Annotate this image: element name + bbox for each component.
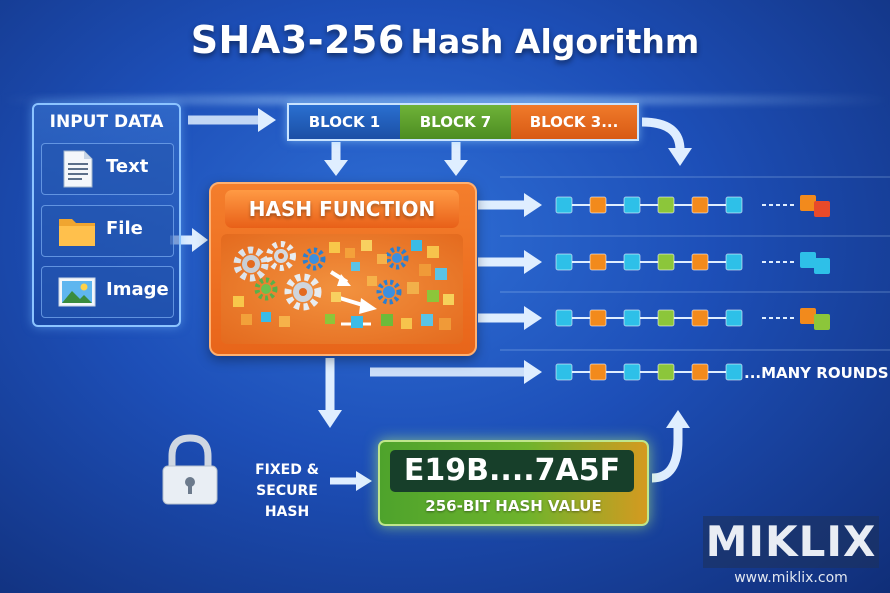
cube <box>555 196 573 214</box>
document-icon <box>63 150 93 188</box>
lock-icon <box>162 434 218 505</box>
arrow-block1-to-hash <box>324 142 348 176</box>
gear-icon <box>254 277 278 301</box>
title-algorithm-name: SHA3-256 <box>190 18 405 62</box>
brand-logo: MIKLIX <box>703 516 879 568</box>
cube <box>814 258 830 274</box>
cube <box>623 253 641 271</box>
fixed-secure-line-2: HASH <box>264 504 310 520</box>
cube <box>657 253 675 271</box>
arrow-output-up <box>651 410 690 483</box>
arrow-hash-to-round-2 <box>478 250 542 274</box>
gear-icon <box>385 246 409 270</box>
cube <box>555 363 573 381</box>
arrow-hash-to-round-1 <box>478 193 542 217</box>
cube <box>657 196 675 214</box>
title-rest: Hash Algorithm <box>410 22 700 61</box>
cube <box>800 308 816 324</box>
arrow-hash-to-output <box>318 358 342 428</box>
cube <box>814 314 830 330</box>
arrow-input-to-blocks <box>188 108 276 132</box>
fixed-secure-label: FIXED & SECURE HASH <box>222 460 352 523</box>
cube <box>657 309 675 327</box>
hash-function-box: HASH FUNCTION <box>209 182 477 356</box>
cube-cluster <box>233 240 454 330</box>
cube <box>623 309 641 327</box>
blocks-bar: BLOCK 1 BLOCK 7 BLOCK 3... <box>287 103 639 141</box>
cube <box>725 309 743 327</box>
round-chain <box>555 195 830 217</box>
round-chain <box>555 363 743 381</box>
cube <box>814 201 830 217</box>
arrow-block7-to-hash <box>444 142 468 176</box>
input-item-file: File <box>41 205 174 257</box>
block-3: BLOCK 3... <box>511 105 637 139</box>
cube <box>725 196 743 214</box>
input-item-label: File <box>106 218 143 239</box>
round-chain <box>555 308 830 330</box>
input-item-label: Image <box>106 279 169 300</box>
input-data-header: INPUT DATA <box>49 112 164 132</box>
input-item-label: Text <box>106 156 149 177</box>
cube <box>623 196 641 214</box>
many-rounds-label: ...MANY ROUNDS <box>744 364 889 382</box>
cube <box>555 253 573 271</box>
cube <box>800 252 816 268</box>
cube <box>589 253 607 271</box>
arrow-to-round-4 <box>370 360 542 384</box>
cube <box>555 309 573 327</box>
hash-output-box: E19B....7A5F 256-BIT HASH VALUE <box>378 440 649 526</box>
input-data-panel: INPUT DATA Text File <box>32 103 181 327</box>
cube <box>691 196 709 214</box>
cube <box>623 363 641 381</box>
gear-icon <box>376 279 402 305</box>
gear-icon <box>302 247 326 271</box>
gear-icon <box>233 246 269 282</box>
gears-and-cubes-illustration <box>233 240 454 330</box>
gear-icon <box>284 273 322 311</box>
block-1: BLOCK 1 <box>289 105 400 139</box>
arrow-hash-to-round-3 <box>478 306 542 330</box>
input-item-text: Text <box>41 143 174 195</box>
folder-icon <box>59 219 95 246</box>
hash-value-label: 256-BIT HASH VALUE <box>425 497 602 515</box>
hash-function-internals <box>221 234 463 344</box>
cube <box>657 363 675 381</box>
cube <box>589 363 607 381</box>
cube <box>691 309 709 327</box>
arrow-fixed-to-output <box>330 471 372 491</box>
hash-value-display: E19B....7A5F <box>390 450 634 492</box>
gear-icon <box>266 241 296 271</box>
cube <box>691 363 709 381</box>
cube <box>800 195 816 211</box>
cube <box>691 253 709 271</box>
fixed-secure-line-1: FIXED & SECURE <box>255 462 319 499</box>
input-item-image: Image <box>41 266 174 318</box>
diagram-title: SHA3-256 Hash Algorithm <box>0 18 890 62</box>
round-chain <box>555 252 830 274</box>
cube <box>725 363 743 381</box>
cube <box>725 253 743 271</box>
glow-lines <box>500 176 890 351</box>
cube <box>589 196 607 214</box>
arrow-block3-curve <box>641 117 692 166</box>
block-7: BLOCK 7 <box>400 105 511 139</box>
hash-function-title: HASH FUNCTION <box>225 190 459 228</box>
cube <box>589 309 607 327</box>
image-icon <box>58 277 96 307</box>
brand-url: www.miklix.com <box>734 570 848 586</box>
